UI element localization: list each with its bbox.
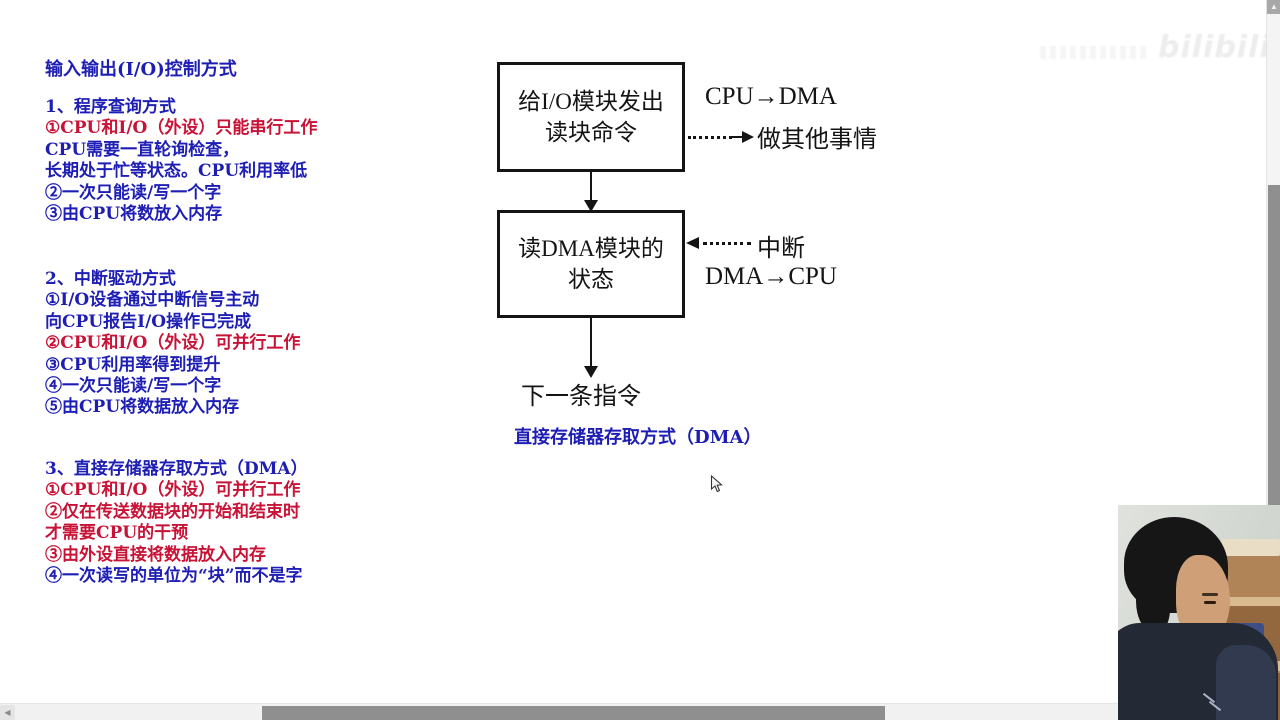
horizontal-scrollbar-thumb[interactable] — [262, 706, 885, 720]
note-line: ②仅在传送数据块的开始和结束时 — [45, 501, 300, 522]
note-line: ④一次只能读/写一个字 — [45, 376, 222, 397]
flow-arrow-line — [590, 318, 592, 368]
shelf-board — [1218, 597, 1280, 606]
note-line: ②CPU和I/O（外设）可并行工作 — [45, 333, 301, 354]
note-line: ③CPU利用率得到提升 — [45, 354, 221, 375]
arrow-tail — [730, 136, 744, 138]
arrowhead-left — [686, 237, 699, 249]
dotted-line — [688, 136, 732, 139]
flow-box-text: 状态 — [568, 267, 614, 292]
webcam-overlay — [1118, 505, 1280, 720]
flow-arrowhead-down — [584, 200, 598, 212]
bilibili-watermark: bilibili — [1040, 30, 1271, 65]
person-hoodie-highlight — [1216, 645, 1276, 720]
scroll-left-button[interactable]: ◀ — [0, 705, 15, 720]
label-dma-to-cpu: DMA→CPU — [705, 263, 837, 290]
flow-arrowhead-down — [584, 366, 598, 378]
person-eye — [1204, 601, 1216, 604]
note-line: 才需要CPU的干预 — [45, 523, 189, 544]
note-line: 长期处于忙等状态。CPU利用率低 — [45, 161, 308, 182]
note-line: ①CPU和I/O（外设）只能串行工作 — [45, 118, 318, 139]
note-line: ①CPU和I/O（外设）可并行工作 — [45, 480, 301, 501]
notes-block-3: 3、直接存储器存取方式（DMA） ①CPU和I/O（外设）可并行工作 ②仅在传送… — [45, 459, 308, 587]
note-line: ②一次只能读/写一个字 — [45, 182, 222, 203]
note-line: 3、直接存储器存取方式（DMA） — [45, 459, 308, 479]
flow-box-text: 给I/O模块发出 — [518, 89, 664, 114]
note-line: CPU需要一直轮询检查， — [45, 139, 240, 160]
notes-title: 输入输出(I/O)控制方式 — [45, 59, 237, 80]
note-line: 向CPU报告I/O操作已完成 — [45, 311, 252, 332]
dotted-line — [703, 242, 751, 245]
label-cpu-to-dma: CPU→DMA — [705, 83, 837, 110]
flow-arrow-line — [590, 172, 592, 202]
flow-box-issue-read-command: 给I/O模块发出 读块命令 — [497, 62, 685, 172]
watermark-uploader-text — [1040, 46, 1148, 59]
shelf-box — [1222, 539, 1280, 556]
bilibili-logo: bilibili — [1158, 30, 1271, 65]
notes-block-2: 2、中断驱动方式 ①I/O设备通过中断信号主动 向CPU报告I/O操作已完成 ②… — [45, 269, 300, 419]
note-line: 1、程序查询方式 — [45, 97, 176, 117]
note-line: 2、中断驱动方式 — [45, 269, 176, 289]
label-next-instruction: 下一条指令 — [521, 384, 641, 410]
note-line: ③由外设直接将数据放入内存 — [45, 544, 266, 565]
note-line: ⑤由CPU将数据放入内存 — [45, 397, 240, 418]
arrowhead-right — [742, 131, 754, 143]
notes-block-1: 1、程序查询方式 ①CPU和I/O（外设）只能串行工作 CPU需要一直轮询检查，… — [45, 97, 317, 225]
scroll-up-button[interactable]: ▲ — [1267, 0, 1280, 14]
diagram-caption-dma: 直接存储器存取方式（DMA） — [514, 427, 762, 448]
note-line: ④一次读写的单位为“块”而不是字 — [45, 566, 303, 587]
person-eyebrow — [1202, 593, 1218, 596]
note-line: ①I/O设备通过中断信号主动 — [45, 290, 260, 311]
horizontal-scrollbar[interactable]: ◀ — [0, 703, 1280, 720]
flow-box-text: 读块命令 — [545, 120, 637, 145]
vertical-scrollbar-thumb[interactable] — [1268, 185, 1280, 507]
label-do-other-things: 做其他事情 — [757, 127, 877, 153]
flow-box-text: 读DMA模块的 — [518, 236, 664, 261]
mouse-cursor — [710, 474, 723, 498]
note-line: ③由CPU将数放入内存 — [45, 204, 223, 225]
flow-box-read-dma-status: 读DMA模块的 状态 — [497, 210, 685, 318]
label-interrupt: 中断 — [757, 236, 805, 262]
